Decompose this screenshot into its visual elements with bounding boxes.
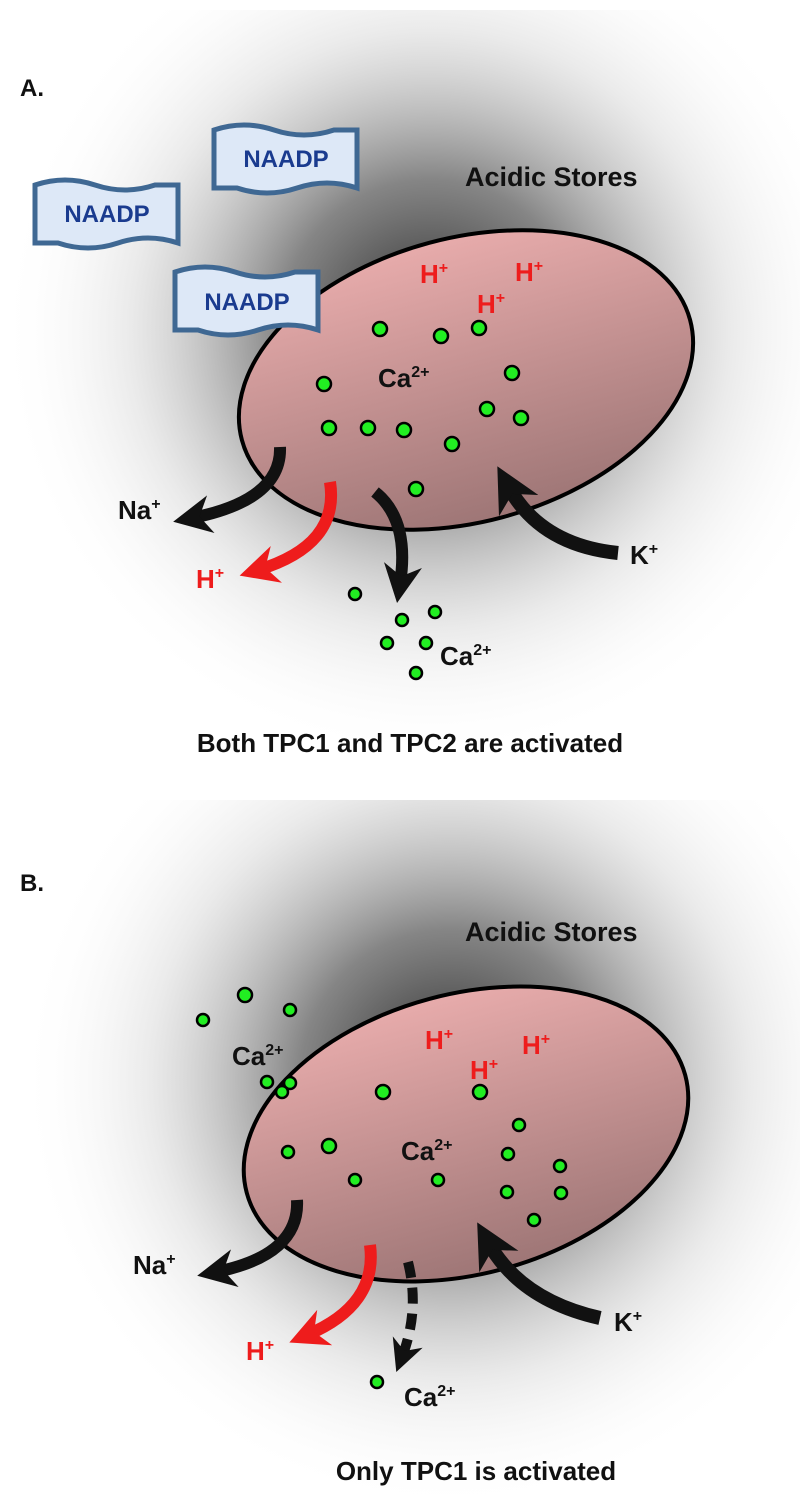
calcium-ion — [259, 1074, 275, 1090]
calcium-ions-released — [347, 586, 443, 681]
calcium-label-outside: Ca2+ — [404, 1382, 456, 1412]
naadp-molecule: NAADP — [211, 122, 360, 196]
naadp-ribbon — [32, 177, 181, 251]
calcium-ion — [320, 419, 338, 437]
calcium-ion — [553, 1185, 569, 1201]
calcium-ion — [274, 1084, 290, 1100]
calcium-ion — [379, 635, 395, 651]
sodium-label: Na+ — [118, 495, 161, 525]
proton-label: H+ — [515, 257, 543, 287]
calcium-ion — [511, 1117, 527, 1133]
panel-a-title: Acidic Stores — [465, 162, 638, 192]
calcium-ion — [443, 435, 461, 453]
calcium-ion — [347, 586, 363, 602]
calcium-ion — [478, 400, 496, 418]
calcium-ion — [359, 419, 377, 437]
potassium-influx-arrow — [497, 466, 619, 560]
potassium-label: K+ — [614, 1307, 642, 1337]
proton-label: H+ — [425, 1025, 453, 1055]
potassium-label: K+ — [630, 540, 658, 570]
calcium-ion-released — [369, 1374, 385, 1390]
proton-efflux-arrow — [239, 481, 338, 583]
calcium-label-inside: Ca2+ — [378, 363, 430, 393]
naadp-label: NAADP — [204, 289, 289, 316]
calcium-ion — [432, 327, 450, 345]
calcium-ions-above — [195, 986, 298, 1100]
calcium-release-arrow-dashed — [392, 1260, 423, 1372]
potassium-influx-arrow — [477, 1222, 602, 1325]
calcium-ion — [371, 320, 389, 338]
calcium-ions-inside — [315, 319, 530, 498]
calcium-ion — [282, 1002, 298, 1018]
calcium-ion — [195, 1012, 211, 1028]
naadp-molecule: NAADP — [32, 177, 181, 251]
proton-efflux-arrow — [289, 1244, 377, 1346]
calcium-ion — [395, 421, 413, 439]
calcium-ion — [407, 480, 425, 498]
naadp-molecule: NAADP — [172, 264, 321, 338]
proton-label-outside: H+ — [246, 1336, 274, 1366]
calcium-ion — [430, 1172, 446, 1188]
calcium-ion — [347, 1172, 363, 1188]
calcium-ion — [500, 1146, 516, 1162]
panel-b-letter: B. — [20, 870, 44, 897]
proton-label: H+ — [522, 1030, 550, 1060]
calcium-ion — [503, 364, 521, 382]
panel-b: B. Acidic Stores H+ H+ H+ Ca2+ Ca2+ — [20, 870, 691, 1486]
naadp-label: NAADP — [64, 201, 149, 228]
sodium-efflux-arrow — [173, 446, 286, 534]
calcium-ion — [512, 409, 530, 427]
panel-b-title: Acidic Stores — [465, 917, 638, 947]
naadp-ribbon — [172, 264, 321, 338]
calcium-ion — [236, 986, 254, 1004]
calcium-ion — [394, 612, 410, 628]
calcium-ion — [471, 1083, 489, 1101]
proton-label-outside: H+ — [196, 564, 224, 594]
calcium-ion — [418, 635, 434, 651]
calcium-ion — [499, 1184, 515, 1200]
calcium-ion — [282, 1075, 298, 1091]
calcium-ion — [470, 319, 488, 337]
naadp-ribbon — [211, 122, 360, 196]
calcium-ion — [427, 604, 443, 620]
calcium-ion — [315, 375, 333, 393]
proton-label: H+ — [477, 289, 505, 319]
naadp-label: NAADP — [243, 146, 328, 173]
calcium-label-outside: Ca2+ — [440, 641, 492, 671]
panel-a: A. Acidic Stores NAADP NAADP NAADP H+ H+… — [20, 75, 696, 758]
calcium-ion — [280, 1144, 296, 1160]
panel-a-letter: A. — [20, 75, 44, 102]
calcium-ion — [320, 1137, 338, 1155]
calcium-ion — [374, 1083, 392, 1101]
calcium-ion — [408, 665, 424, 681]
calcium-ions-inside — [280, 1083, 569, 1228]
panel-b-caption: Only TPC1 is activated — [336, 1456, 616, 1486]
sodium-label: Na+ — [133, 1250, 176, 1280]
calcium-label-inside: Ca2+ — [401, 1136, 453, 1166]
calcium-ion — [526, 1212, 542, 1228]
acidic-store-organelle — [236, 228, 696, 532]
proton-label: H+ — [470, 1055, 498, 1085]
proton-label: H+ — [420, 259, 448, 289]
sodium-efflux-arrow — [197, 1199, 304, 1288]
panel-a-caption: Both TPC1 and TPC2 are activated — [197, 728, 623, 758]
calcium-release-arrow — [371, 487, 422, 603]
calcium-ion — [552, 1158, 568, 1174]
calcium-label-top: Ca2+ — [232, 1041, 284, 1071]
